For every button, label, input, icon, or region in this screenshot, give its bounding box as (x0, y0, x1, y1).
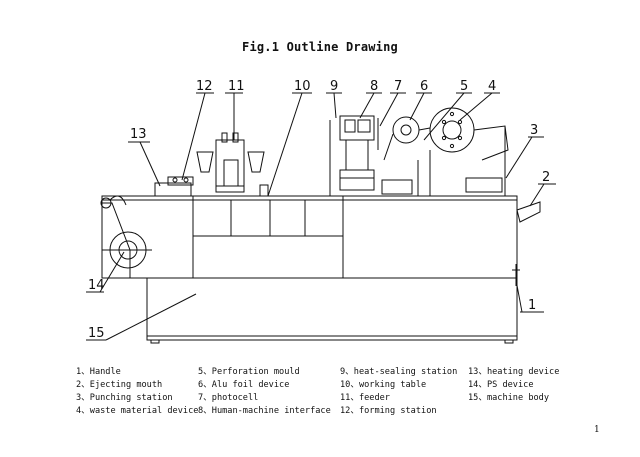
legend-column-1: 1、Handle 2、Ejecting mouth 3、Punching sta… (76, 366, 198, 418)
legend-item: 10、working table (340, 380, 427, 390)
legend-item: 14、PS device (468, 380, 534, 390)
callout-12: 12 (196, 79, 213, 94)
legend-column-2: 5、Perforation mould 6、Alu foil device 7、… (198, 366, 331, 418)
legend-item: 4、waste material device (76, 406, 199, 416)
alu-foil-reel (392, 116, 420, 144)
alu-foil-web (383, 127, 431, 161)
legend-item: 6、Alu foil device (198, 380, 290, 390)
leader-2 (529, 183, 545, 207)
waste-reel-hub (442, 120, 462, 140)
punching-station (465, 177, 503, 193)
feeder-cap-1 (221, 132, 228, 143)
page-number: 1 (594, 425, 600, 435)
leader-14 (99, 251, 125, 293)
legend-item: 13、heating device (468, 367, 560, 377)
feeder-cap-2 (232, 132, 239, 143)
hmi-buttons (357, 119, 371, 133)
ejecting-mouth (516, 201, 541, 223)
legend-item: 7、photocell (198, 393, 259, 403)
callout-3: 3 (530, 123, 538, 138)
right-foot (504, 339, 514, 344)
feeder-hopper-right (247, 151, 265, 173)
legend-column-4: 13、heating device 14、PS device 15、machin… (468, 366, 559, 405)
alu-foil-hub (400, 124, 412, 136)
forming-station-block (167, 176, 194, 186)
reel-hole-4 (457, 135, 463, 141)
callout-15: 15 (88, 326, 105, 341)
callout-8: 8 (370, 79, 378, 94)
left-foot (150, 339, 160, 344)
legend-column-3: 9、heat-sealing station 10、working table … (340, 366, 457, 418)
leader-1 (515, 279, 523, 313)
callout-11: 11 (228, 79, 245, 94)
leader-7 (379, 92, 399, 127)
leader-9 (333, 92, 337, 119)
heat-seal-head (345, 139, 369, 171)
feeder-hopper-left (196, 151, 214, 173)
leader-13 (139, 141, 161, 187)
forming-bolt-1 (172, 177, 178, 183)
reel-hole-3 (441, 135, 447, 141)
hmi-screen (344, 119, 356, 133)
callout-9: 9 (330, 79, 338, 94)
legend-item: 3、Punching station (76, 393, 173, 403)
leader-8 (359, 92, 375, 119)
legend-item: 12、forming station (340, 406, 437, 416)
legend-item: 1、Handle (76, 367, 121, 377)
legend-item: 15、machine body (468, 393, 550, 403)
punching-block (381, 179, 413, 195)
callout-13: 13 (130, 127, 147, 142)
leader-4 (459, 92, 493, 121)
callout-2: 2 (542, 170, 550, 185)
callout-1: 1 (528, 298, 536, 313)
leader-6 (409, 92, 425, 121)
reel-hole-6 (449, 143, 455, 149)
film-guide-path (102, 202, 131, 278)
working-table (101, 195, 518, 279)
feeder-core (223, 159, 239, 187)
leader-3 (505, 136, 533, 179)
feeder-post (259, 184, 269, 197)
waste-material-reel (429, 107, 475, 153)
figure-title: Fig.1 Outline Drawing (242, 40, 398, 54)
waste-arm (473, 125, 509, 161)
feeder-column (215, 139, 245, 193)
heating-device (154, 182, 192, 197)
callout-14: 14 (88, 278, 105, 293)
reel-hole-1 (441, 119, 447, 125)
heat-seal-base (339, 169, 375, 191)
leader-12 (181, 92, 206, 181)
leader-5 (423, 92, 465, 141)
legend-item: 9、heat-sealing station (340, 367, 458, 377)
legend-item: 8、Human-machine interface (198, 406, 331, 416)
callout-10: 10 (294, 79, 311, 94)
leader-15 (105, 293, 197, 341)
leader-10 (267, 92, 303, 197)
forming-bolt-2 (183, 177, 189, 183)
callout-7: 7 (394, 79, 402, 94)
reel-hole-5 (449, 111, 455, 117)
callout-4: 4 (488, 79, 496, 94)
callout-5: 5 (460, 79, 468, 94)
legend-item: 11、feeder (340, 393, 390, 403)
callout-6: 6 (420, 79, 428, 94)
legend-item: 2、Ejecting mouth (76, 380, 163, 390)
legend-item: 5、Perforation mould (198, 367, 300, 377)
reel-hole-2 (457, 119, 463, 125)
machine-body (146, 277, 518, 341)
film-guide-curve (109, 195, 127, 206)
